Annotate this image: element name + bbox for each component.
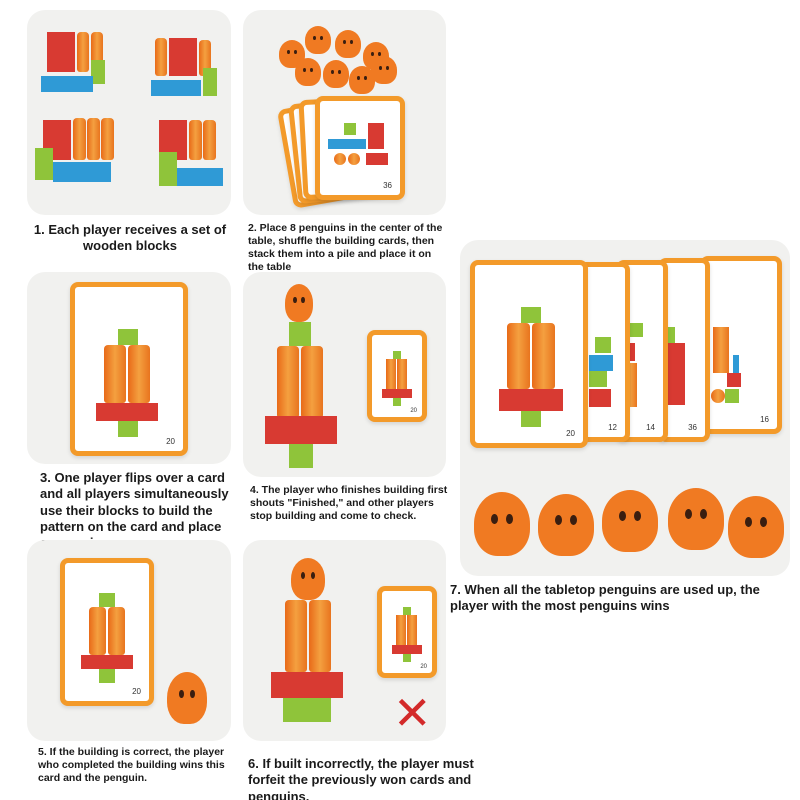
penguin-icon: [291, 558, 325, 600]
step-1-photo: [27, 10, 231, 215]
step-6-caption: 6. If built incorrectly, the player must…: [248, 756, 474, 800]
card-number: 20: [166, 437, 175, 446]
step-2-caption: 2. Place 8 penguins in the center of the…: [248, 222, 443, 274]
step-7-caption: 7. When all the tabletop penguins are us…: [450, 582, 760, 614]
penguin-icon: [305, 26, 331, 54]
building-card: 20: [70, 282, 188, 456]
card-number: 36: [688, 423, 697, 432]
building-card: 20: [377, 586, 437, 678]
card-number: 12: [608, 423, 617, 432]
penguin-icon: [538, 494, 594, 556]
penguin-icon: [371, 56, 397, 84]
step-5-caption: 5. If the building is correct, the playe…: [38, 746, 225, 785]
step-5-photo: 20: [27, 540, 231, 741]
step-7-photo: 16 36 14 12 20: [460, 240, 790, 576]
step-4-caption: 4. The player who finishes building firs…: [250, 484, 448, 523]
penguin-icon: [728, 496, 784, 558]
card-number: 14: [646, 423, 655, 432]
penguin-icon: [668, 488, 724, 550]
card-number: 20: [566, 429, 575, 438]
step-6-photo: 20 ✕: [243, 540, 446, 741]
penguin-icon: [285, 284, 313, 322]
building-card: 36: [315, 96, 405, 200]
step-4-photo: 20: [243, 272, 446, 477]
card-number: 36: [383, 181, 392, 190]
building-card: 20: [470, 260, 588, 448]
building-card: 20: [60, 558, 154, 706]
step-3-caption: 3. One player flips over a card and all …: [40, 470, 229, 550]
penguin-icon: [349, 66, 375, 94]
x-mark-icon: ✕: [393, 687, 432, 739]
building-card: 20: [367, 330, 427, 422]
card-number: 20: [420, 664, 427, 670]
step-3-photo: 20: [27, 272, 231, 464]
card-number: 16: [760, 415, 769, 424]
card-number: 20: [132, 687, 141, 696]
step-1-caption: 1. Each player receives a set of wooden …: [33, 222, 227, 254]
penguin-icon: [602, 490, 658, 552]
card-number: 20: [410, 408, 417, 414]
penguin-icon: [474, 492, 530, 556]
step-2-photo: 36: [243, 10, 446, 215]
penguin-icon: [335, 30, 361, 58]
penguin-icon: [323, 60, 349, 88]
penguin-icon: [167, 672, 207, 724]
penguin-icon: [295, 58, 321, 86]
